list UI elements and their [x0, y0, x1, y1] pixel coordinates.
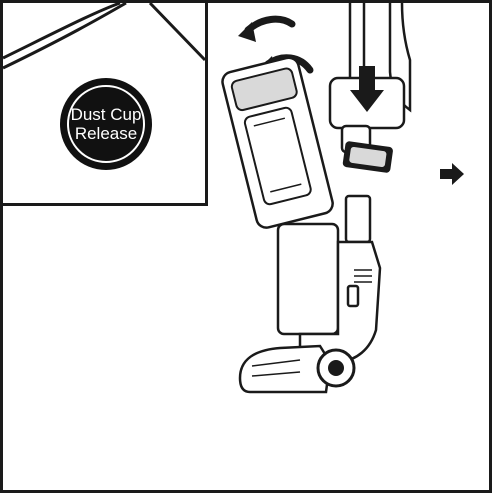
floor-nozzle — [238, 344, 332, 394]
dust-cup-release-button: Dust Cup Release — [60, 78, 152, 170]
badge-label-line2: Release — [75, 124, 137, 143]
press-down-arrow-icon — [350, 66, 384, 112]
detail-inset: Dust Cup Release — [0, 0, 208, 206]
dust-cup — [221, 56, 334, 229]
vacuum-lower-body — [276, 194, 382, 364]
wheel — [316, 348, 356, 388]
right-arrow-icon — [440, 163, 464, 185]
filter — [342, 141, 393, 173]
badge-label-line1: Dust Cup — [71, 105, 142, 124]
